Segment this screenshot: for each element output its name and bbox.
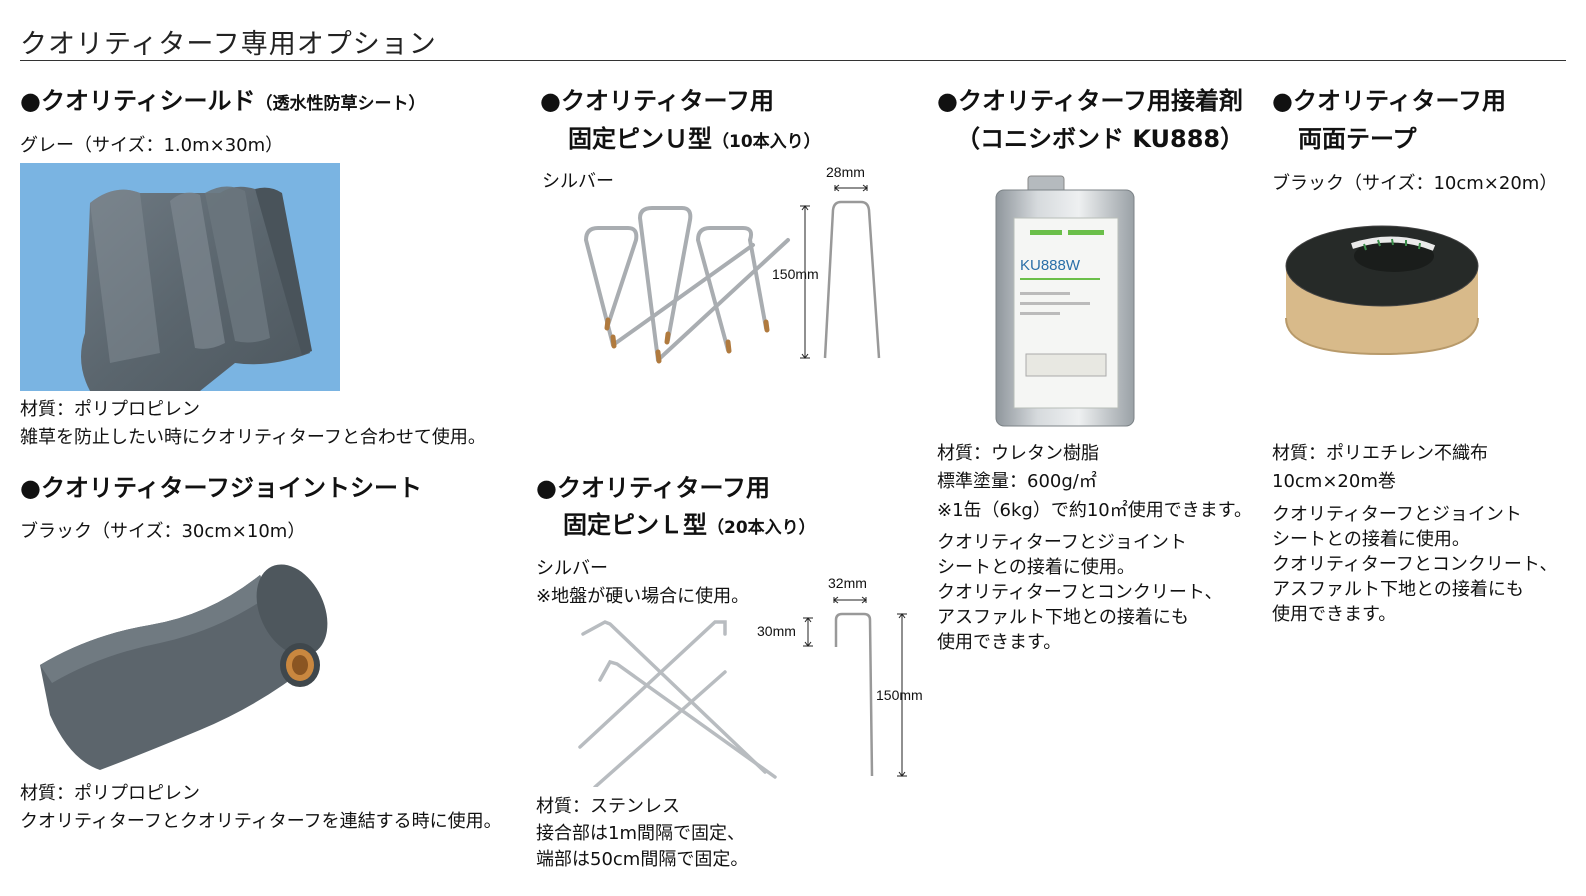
shield-material: 材質：ポリプロピレン [20, 399, 200, 420]
joint-title: ●クオリティターフジョイントシート [20, 474, 423, 502]
pin-u-diagram [795, 180, 895, 365]
tape-desc-2: シートとの接着に使用。 [1272, 529, 1470, 550]
tape-desc-3: クオリティターフとコンクリート、 [1272, 554, 1558, 575]
pin-u-title-line1: ●クオリティターフ用 [540, 87, 775, 115]
adhesive-note: ※1缶（6kg）で約10㎡使用できます。 [937, 500, 1252, 521]
shield-note: 雑草を防止したい時にクオリティターフと合わせて使用。 [20, 427, 486, 448]
pin-u-qty: （10本入り） [712, 132, 821, 152]
adhesive-desc-3: クオリティターフとコンクリート、 [937, 582, 1223, 603]
pin-l-material: 材質：ステンレス [536, 796, 680, 817]
adhesive-title-line2: （コニシボンド KU888） [956, 125, 1245, 153]
pin-l-line1: 接合部は1m間隔で固定、 [536, 823, 745, 844]
pin-l-width-label: 32mm [828, 575, 867, 591]
pin-l-photo [575, 612, 790, 787]
adhesive-can-text: KU888W [1020, 257, 1081, 274]
adhesive-desc-2: シートとの接着に使用。 [937, 557, 1135, 578]
page-title: クオリティターフ専用オプション [20, 29, 437, 60]
tape-material: 材質：ポリエチレン不織布 [1272, 443, 1488, 464]
pin-l-title-line1: ●クオリティターフ用 [536, 474, 771, 502]
adhesive-can-photo: KU888W [990, 172, 1140, 430]
pin-l-qty: （20本入り） [707, 518, 816, 538]
tape-desc-1: クオリティターフとジョイント [1272, 504, 1522, 525]
pin-u-color: シルバー [542, 171, 614, 192]
shield-spec: グレー（サイズ：1.0m×30m） [20, 135, 284, 156]
adhesive-material: 材質：ウレタン樹脂 [937, 443, 1099, 464]
joint-material: 材質：ポリプロピレン [20, 783, 200, 804]
pin-l-title-line2: 固定ピンＬ型（20本入り） [563, 506, 816, 547]
tape-title-line1: ●クオリティターフ用 [1272, 87, 1507, 115]
shield-photo [20, 163, 340, 391]
pin-u-title-name: 固定ピンＵ型 [568, 125, 712, 153]
pin-l-hook-label: 30mm [757, 623, 796, 639]
pin-u-height-label: 150mm [772, 266, 819, 282]
pin-u-title-line2: 固定ピンＵ型（10本入り） [568, 120, 821, 161]
pin-l-line2: 端部は50cm間隔で固定。 [536, 849, 749, 870]
pin-u-width-label: 28mm [826, 164, 865, 180]
tape-size: 10cm×20m巻 [1272, 471, 1396, 492]
tape-desc-4: アスファルト下地との接着にも [1272, 579, 1524, 600]
shield-title-main: ●クオリティシールド [20, 87, 256, 115]
tape-desc-5: 使用できます。 [1272, 604, 1397, 625]
title-divider [20, 60, 1566, 61]
shield-title: ●クオリティシールド（透水性防草シート） [20, 82, 426, 123]
pin-l-height-label: 150mm [876, 687, 923, 703]
adhesive-coverage: 標準塗量：600g/㎡ [937, 471, 1097, 492]
adhesive-desc-4: アスファルト下地との接着にも [937, 607, 1189, 628]
pin-l-note: ※地盤が硬い場合に使用。 [536, 586, 750, 607]
tape-photo [1282, 218, 1482, 363]
tape-spec: ブラック（サイズ：10cm×20m） [1272, 173, 1558, 194]
pin-l-diagram [800, 592, 915, 782]
joint-note: クオリティターフとクオリティターフを連結する時に使用。 [20, 811, 502, 832]
adhesive-desc-5: 使用できます。 [937, 632, 1062, 653]
joint-photo [30, 555, 330, 775]
pin-l-color: シルバー [536, 558, 608, 579]
shield-subtitle: （透水性防草シート） [255, 94, 426, 114]
pin-u-photo [578, 200, 798, 370]
tape-title-line2: 両面テープ [1298, 125, 1417, 153]
adhesive-title-line1: ●クオリティターフ用接着剤 [937, 87, 1244, 115]
pin-l-title-name: 固定ピンＬ型 [563, 511, 707, 539]
joint-spec: ブラック（サイズ：30cm×10m） [20, 521, 306, 542]
adhesive-desc-1: クオリティターフとジョイント [937, 532, 1187, 553]
